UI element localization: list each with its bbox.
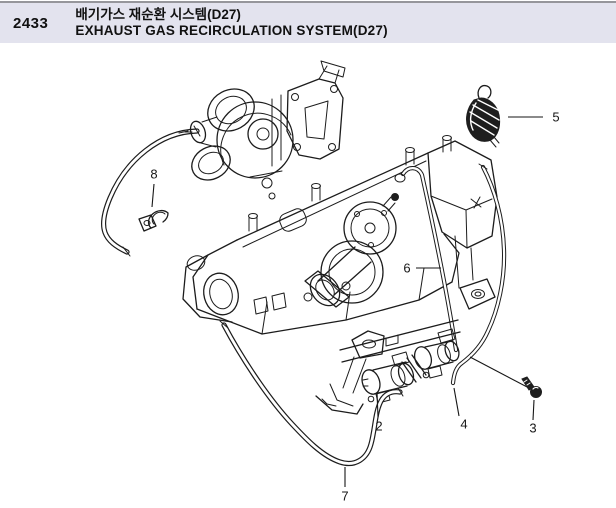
callout-2: 2 <box>375 418 383 434</box>
turbocharger-drawing <box>178 60 346 200</box>
title-korean: 배기가스 재순환 시스템(D27) <box>75 7 241 23</box>
callout-7: 7 <box>341 488 349 504</box>
right-vacuum-hose-drawing <box>453 163 504 383</box>
callout-pointers <box>151 116 543 487</box>
callout-6: 6 <box>403 260 411 276</box>
callout-3: 3 <box>529 420 537 436</box>
page-code: 2433 <box>13 14 49 32</box>
vacuum-hose-7-drawing <box>219 320 404 463</box>
intake-manifold-drawing <box>182 135 498 335</box>
turbo-hose <box>104 125 201 257</box>
page-header: 2433 배기가스 재순환 시스템(D27) EXHAUST GAS RECIR… <box>0 1 616 43</box>
callout-4: 4 <box>460 416 468 432</box>
clamp-8-drawing <box>138 209 169 232</box>
title-english: EXHAUST GAS RECIRCULATION SYSTEM(D27) <box>75 23 388 38</box>
solenoid-bracket-drawing <box>315 319 461 415</box>
screw-3-drawing <box>469 356 542 398</box>
egr-valve-drawing <box>303 193 399 308</box>
clamp-5-drawing <box>466 84 501 148</box>
page-title: 배기가스 재순환 시스템(D27) EXHAUST GAS RECIRCULAT… <box>75 7 387 39</box>
callout-5: 5 <box>552 109 560 125</box>
callout-8: 8 <box>150 166 158 182</box>
solenoid-valve-right-drawing <box>413 328 460 379</box>
